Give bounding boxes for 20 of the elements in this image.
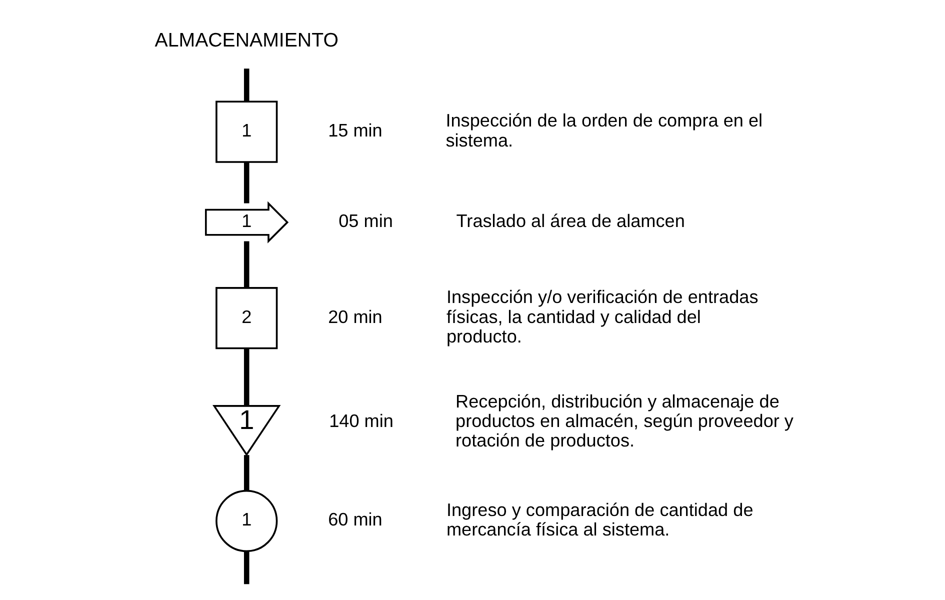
connector <box>244 162 250 204</box>
node-label: Inspección de la orden de compra en el sistema. <box>446 110 763 150</box>
node-circle: 1 <box>216 490 278 552</box>
node-box: 1 <box>216 100 278 163</box>
node-text: ALMACENAMIENTO <box>154 29 338 52</box>
connector <box>244 241 250 288</box>
connector <box>244 551 250 584</box>
node-label: 140 min <box>329 410 394 431</box>
node-label: Traslado al área de alamcen <box>456 210 685 231</box>
node-label: Recepción, distribución y almacenaje de productos en almacén, según proveedor y rotación de productos. <box>456 391 794 450</box>
connector <box>244 348 250 406</box>
node-label: 05 min <box>338 210 393 231</box>
node-label: Ingreso y comparación de cantidad de mercancía física al sistema. <box>446 500 754 540</box>
connector <box>244 68 250 102</box>
node-label: 60 min <box>328 510 382 530</box>
node-box: 2 <box>216 287 278 350</box>
connector <box>244 455 250 490</box>
node-label: 20 min <box>328 306 382 327</box>
node-label: 15 min <box>328 120 382 140</box>
node-label: Inspección y/o verificación de entradas físicas, la cantidad y calidad del producto. <box>446 287 758 346</box>
